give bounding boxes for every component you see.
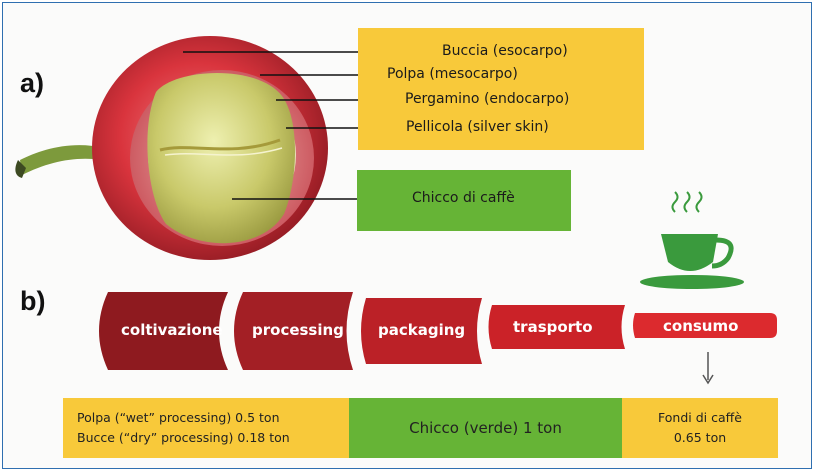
green-bean-box: Chicco (verde) 1 ton — [349, 398, 622, 458]
panel-label-b: b) — [20, 286, 46, 316]
stage-label-packaging: packaging — [378, 321, 466, 339]
grounds-box: Fondi di caffè 0.65 ton — [622, 398, 778, 458]
stage-processing — [234, 292, 353, 370]
coffee-cherry-image — [15, 36, 328, 260]
cherry-stem — [20, 145, 105, 175]
label-pergamino: Pergamino (endocarpo) — [405, 91, 570, 107]
coffee-bean — [147, 73, 295, 244]
bean-label-box — [357, 170, 571, 231]
label-buccia: Buccia (esocarpo) — [442, 43, 568, 59]
value-chain — [99, 292, 777, 370]
down-arrow-icon — [702, 352, 714, 385]
stage-label-consumo: consumo — [663, 317, 739, 335]
stage-label-trasporto: trasporto — [513, 318, 593, 336]
grounds-amount: 0.65 ton — [673, 430, 727, 445]
stage-packaging — [361, 298, 482, 364]
anatomy-layers-box — [358, 28, 644, 150]
panel-label-a: a) — [20, 68, 45, 98]
stage-label-coltivazione: coltivazione — [121, 321, 223, 339]
label-polpa: Polpa (mesocarpo) — [387, 66, 518, 82]
stage-trasporto — [488, 305, 625, 349]
green-bean-label: Chicco (verde) 1 ton — [409, 419, 562, 437]
label-pellicola: Pellicola (silver skin) — [406, 119, 549, 135]
coffee-cup-icon — [640, 191, 744, 289]
byproduct-dry: Bucce (“dry” processing) 0.18 ton — [77, 430, 290, 445]
byproducts-box: Polpa (“wet” processing) 0.5 ton Bucce (… — [63, 398, 349, 458]
byproduct-wet: Polpa (“wet” processing) 0.5 ton — [77, 410, 280, 425]
grounds-label: Fondi di caffè — [658, 410, 742, 425]
label-chicco: Chicco di caffè — [412, 190, 515, 206]
stage-coltivazione — [99, 292, 228, 370]
stage-label-processing: processing — [252, 321, 344, 339]
stage-consumo — [633, 313, 777, 338]
